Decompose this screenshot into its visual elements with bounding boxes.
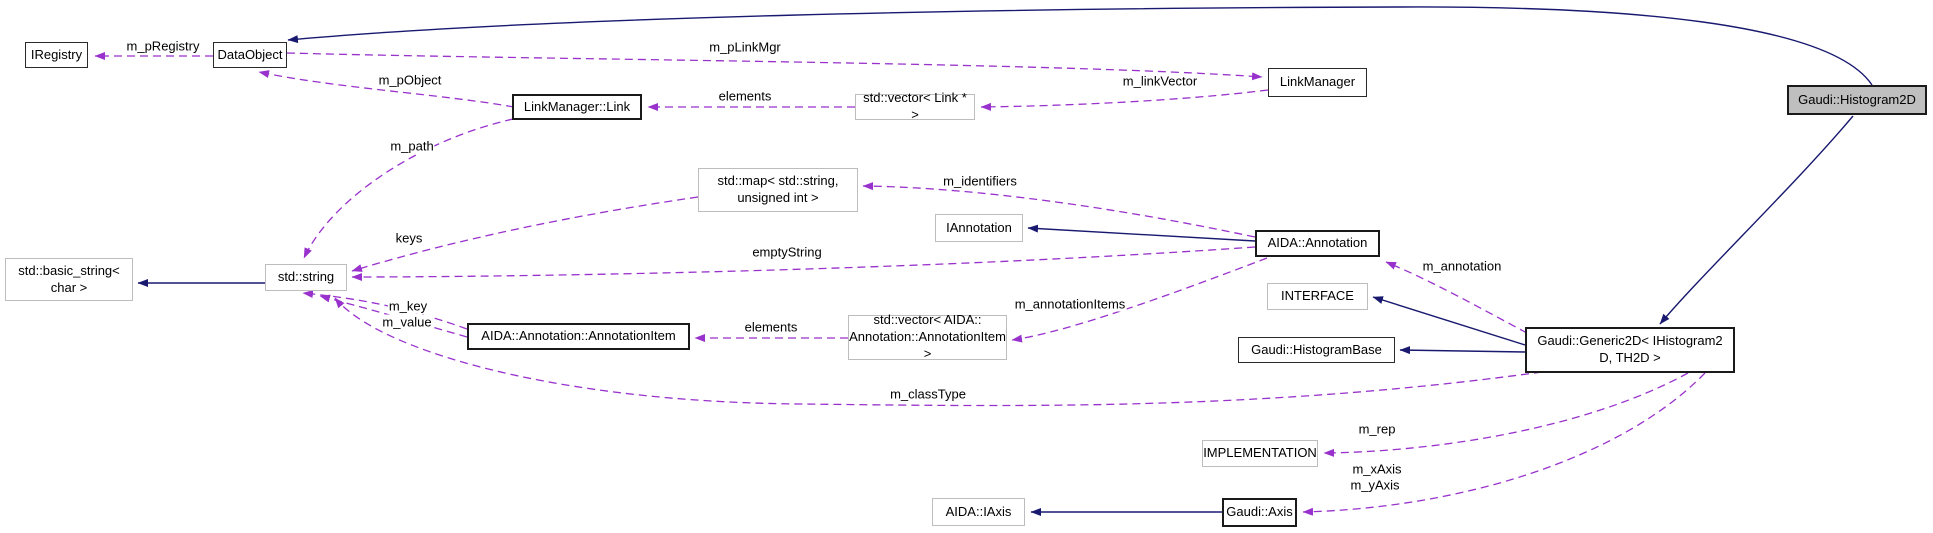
edge-label-m-plinkmgr: m_pLinkMgr [708,39,782,55]
class-node-generic2d[interactable]: Gaudi::Generic2D< IHistogram2 D, TH2D > [1525,327,1735,373]
edge-label-m-path: m_path [389,138,435,154]
edge-label-elements-links: elements [717,88,773,104]
class-node-basic-string: std::basic_string< char > [5,258,133,301]
edge-mannotationitems [1011,257,1268,343]
edge-label-m-value: m_value [381,314,433,330]
class-node-dataobject[interactable]: DataObject [213,42,287,68]
edge-mrep [1323,372,1689,457]
edge-label-keys: keys [394,230,424,246]
class-node-aida-annotation[interactable]: AIDA::Annotation [1255,230,1380,257]
class-node-std-map: std::map< std::string, unsigned int > [698,168,858,212]
edge-mkey [302,290,468,330]
edge-label-m-annotation: m_annotation [1421,258,1503,274]
edge-label-m-annotationitems: m_annotationItems [1013,296,1127,312]
edge-label-m-yaxis: m_yAxis [1349,477,1401,493]
class-node-gaudi-axis[interactable]: Gaudi::Axis [1222,498,1297,527]
class-node-linkmanager[interactable]: LinkManager [1268,68,1367,97]
edge-label-emptystring: emptyString [751,244,823,260]
class-node-linkmanager-link[interactable]: LinkManager::Link [512,94,642,120]
edge-label-m-identifiers: m_identifiers [942,173,1018,189]
edge-maxes [1302,372,1706,516]
class-node-iregistry[interactable]: IRegistry [25,42,88,68]
edge-label-m-key: m_key [387,298,429,314]
class-node-histogram2d-current: Gaudi::Histogram2D [1787,85,1927,115]
class-node-vector-annotationitem: std::vector< AIDA:: Annotation::Annotati… [848,312,1007,361]
edge-label-m-xaxis: m_xAxis [1351,461,1403,477]
edge-midentifiers [862,182,1256,238]
edge-mpobject [258,70,515,108]
edge-mlinkvector [980,89,1269,111]
edge-generic2d-interface [1372,296,1526,346]
edge-label-m-rep: m_rep [1357,421,1397,437]
edge-emptystring [351,246,1256,281]
edge-histogram2d-dataobject [287,6,1873,86]
edge-label-m-pregistry: m_pRegistry [125,38,201,54]
class-node-vector-link: std::vector< Link * > [855,90,975,122]
class-node-interface: INTERFACE [1267,283,1368,310]
class-node-std-string: std::string [265,264,347,291]
class-node-annotationitem[interactable]: AIDA::Annotation::AnnotationItem [467,323,690,350]
edge-label-m-pobject: m_pObject [377,72,443,88]
edge-label-elements-items: elements [743,319,799,335]
edge-label-m-linkvector: m_linkVector [1121,73,1199,89]
class-node-iannotation: IAnnotation [935,214,1023,242]
edge-mplinkmgr [286,52,1263,81]
edge-histogram2d-generic2d [1659,115,1854,325]
class-node-implementation: IMPLEMENTATION [1202,440,1318,467]
class-node-aida-iaxis: AIDA::IAxis [932,498,1025,526]
edge-mannotation [1385,261,1528,334]
edge-annotation-iannotation [1027,224,1256,242]
class-node-histogrambase[interactable]: Gaudi::HistogramBase [1238,337,1395,363]
edge-label-m-classtype: m_classType [889,386,967,402]
edge-generic2d-histogrambase [1399,346,1526,355]
